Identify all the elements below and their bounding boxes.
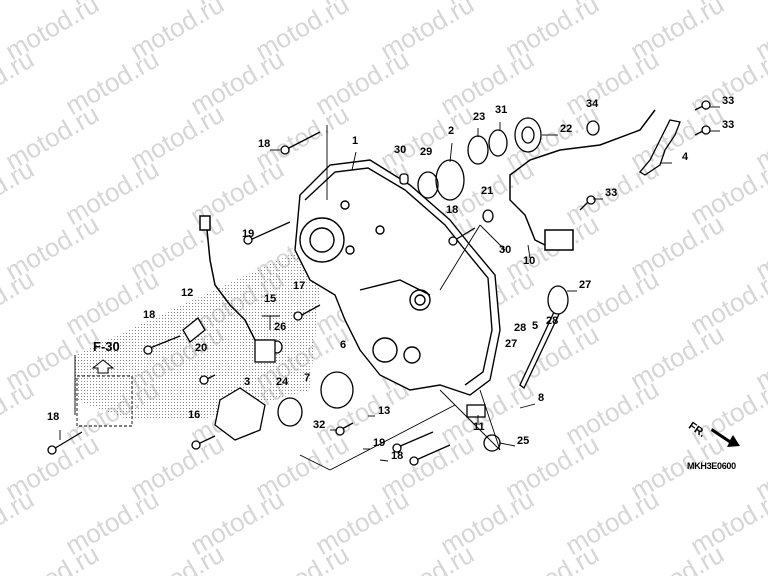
part-callout-c30a: 30 xyxy=(394,144,407,156)
part-callout-c3: 3 xyxy=(244,376,251,388)
hose-wire xyxy=(199,109,656,341)
part-callout-c33a: 33 xyxy=(722,95,735,107)
part-callout-c18d: 18 xyxy=(47,411,60,423)
leader-lines xyxy=(59,106,720,471)
part-callout-c7: 7 xyxy=(304,372,311,384)
part-callout-c18e: 18 xyxy=(391,450,404,462)
part-callout-c8: 8 xyxy=(538,392,545,404)
part-callout-c31: 31 xyxy=(495,104,508,116)
up-arrow-icon xyxy=(91,359,115,374)
part-callout-c18a: 18 xyxy=(258,138,271,150)
part-callout-c20: 20 xyxy=(195,342,208,354)
bolts xyxy=(47,100,711,466)
part-callout-c1: 1 xyxy=(352,135,359,147)
part-callout-c19b: 19 xyxy=(373,437,386,449)
part-callout-c11: 11 xyxy=(473,421,485,433)
part-callout-c29: 29 xyxy=(420,146,433,158)
part-callout-c28b: 28 xyxy=(546,315,559,327)
part-callout-c33b: 33 xyxy=(722,119,735,131)
section-reference-label: F-30 xyxy=(93,339,120,354)
part-callout-c2: 2 xyxy=(448,125,455,137)
shaded-region xyxy=(75,250,330,420)
diagram-reference-code: MKH3E0600 xyxy=(687,461,736,471)
part-callout-c28a: 28 xyxy=(514,322,527,334)
part-callout-c10: 10 xyxy=(523,255,536,267)
part-callout-c26: 26 xyxy=(274,321,287,333)
part-callout-c5: 5 xyxy=(532,320,539,332)
front-arrow-icon xyxy=(711,428,740,447)
part-callout-c19a: 19 xyxy=(242,228,255,240)
part-callout-c32: 32 xyxy=(313,419,326,431)
part-callout-c21: 21 xyxy=(481,185,494,197)
part-callout-c25: 25 xyxy=(517,435,530,447)
part-callout-c30b: 30 xyxy=(499,244,512,256)
part-callout-c18c: 18 xyxy=(143,309,156,321)
part-callout-c23: 23 xyxy=(473,111,486,123)
part-callout-c4: 4 xyxy=(682,151,689,163)
part-callout-c6: 6 xyxy=(340,339,347,351)
part-callout-c27a: 27 xyxy=(579,279,592,291)
part-callout-c34: 34 xyxy=(586,98,599,110)
part-callout-c33c: 33 xyxy=(605,187,618,199)
part-callout-c17: 17 xyxy=(293,280,306,292)
part-callout-c22: 22 xyxy=(560,123,573,135)
part-callout-c13: 13 xyxy=(378,405,391,417)
part-callout-c18b: 18 xyxy=(446,204,459,216)
part-callout-c16: 16 xyxy=(188,409,201,421)
part-callout-c12: 12 xyxy=(181,287,194,299)
bracket-4 xyxy=(639,119,681,176)
section-ref-box xyxy=(76,375,133,427)
part-callout-c27b: 27 xyxy=(505,338,518,350)
part-callout-c15: 15 xyxy=(264,293,277,305)
part-callout-c24: 24 xyxy=(276,376,289,388)
small-parts xyxy=(182,117,600,452)
crankcase-cover xyxy=(294,159,501,396)
